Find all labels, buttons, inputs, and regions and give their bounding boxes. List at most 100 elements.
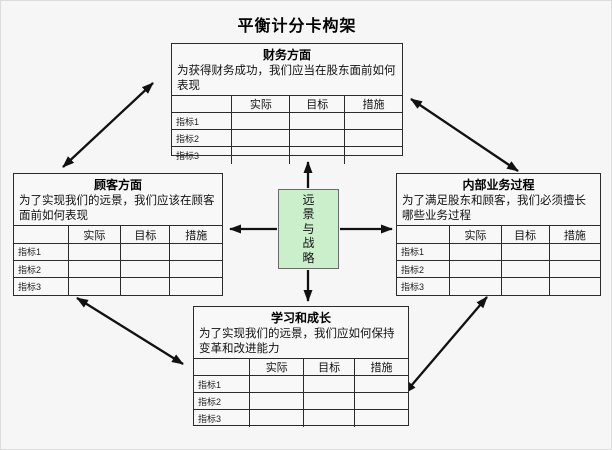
column-header-target: 目标: [303, 358, 355, 377]
table-cell: [169, 259, 222, 279]
table-cell: [67, 277, 122, 295]
row-label-indicator3: 指标3: [172, 146, 233, 164]
row-label-indicator1: 指标1: [172, 112, 233, 131]
table-row: 指标1: [172, 112, 402, 131]
table-corner-cell: [14, 225, 69, 244]
table-cell: [289, 146, 345, 164]
table-corner-cell: [397, 225, 451, 244]
table-row: 指标2: [194, 392, 408, 411]
row-label-indicator2: 指标2: [14, 259, 69, 279]
panel-financial-description: 为获得财务成功，我们应当在股东面前如何表现: [177, 65, 396, 92]
table-header-row: 实际 目标 措施: [172, 95, 402, 114]
table-row: 指标1: [397, 242, 600, 261]
table-cell: [353, 409, 408, 427]
row-label-indicator1: 指标1: [397, 242, 451, 261]
column-header-target: 目标: [120, 225, 171, 244]
table-cell: [249, 375, 305, 394]
table-row: 指标2: [397, 259, 600, 279]
table-cell: [343, 129, 402, 148]
table-cell: [449, 277, 502, 295]
column-header-measure: 措施: [169, 225, 222, 244]
table-cell: [120, 242, 171, 261]
table-cell: [120, 259, 171, 279]
panel-customer-description: 为了实现我们的远景，我们应该在顾客面前如何表现: [19, 195, 215, 222]
table-corner-cell: [194, 358, 251, 377]
column-header-actual: 实际: [449, 225, 502, 244]
column-header-measure: 措施: [343, 95, 402, 114]
panel-internal-description: 为了满足股东和顾客，我们必须擅长哪些业务过程: [402, 195, 586, 222]
row-label-indicator1: 指标1: [14, 242, 69, 261]
table-cell: [303, 375, 355, 394]
table-row: 指标3: [14, 277, 222, 295]
table-row: 指标1: [194, 375, 408, 394]
row-label-indicator1: 指标1: [194, 375, 251, 394]
vision-strategy-label: 远景与战略: [302, 192, 315, 265]
table-cell: [303, 409, 355, 427]
table-cell: [67, 259, 122, 279]
table-cell: [231, 112, 291, 131]
table-row: 指标2: [14, 259, 222, 279]
table-cell: [449, 259, 502, 279]
table-cell: [289, 129, 345, 148]
table-header-row: 实际 目标 措施: [397, 225, 600, 244]
table-cell: [548, 259, 600, 279]
column-header-target: 目标: [500, 225, 550, 244]
row-label-indicator3: 指标3: [194, 409, 251, 427]
panel-learning-title: 学习和成长: [270, 311, 331, 325]
table-cell: [548, 242, 600, 261]
panel-learning-growth: 学习和成长 为了实现我们的远景，我们应如何保持变革和改进能力 实际 目标 措施 …: [193, 306, 409, 427]
table-cell: [343, 112, 402, 131]
table-cell: [249, 409, 305, 427]
table-cell: [289, 112, 345, 131]
table-cell: [343, 146, 402, 164]
column-header-actual: 实际: [67, 225, 122, 244]
row-label-indicator2: 指标2: [397, 259, 451, 279]
table-cell: [120, 277, 171, 295]
vision-strategy-box: 远景与战略: [278, 189, 339, 269]
column-header-target: 目标: [289, 95, 345, 114]
row-label-indicator2: 指标2: [172, 129, 233, 148]
column-header-measure: 措施: [353, 358, 408, 377]
table-row: 指标3: [397, 277, 600, 295]
arrow-internal-learning: [404, 296, 488, 394]
table-header-row: 实际 目标 措施: [14, 225, 222, 244]
panel-internal-table: 实际 目标 措施 指标1 指标2 指标3: [397, 225, 600, 295]
panel-learning-description: 为了实现我们的远景，我们应如何保持变革和改进能力: [199, 328, 395, 355]
table-cell: [169, 242, 222, 261]
table-cell: [353, 375, 408, 394]
panel-financial-title: 财务方面: [262, 48, 311, 62]
table-header-row: 实际 目标 措施: [194, 358, 408, 377]
row-label-indicator3: 指标3: [14, 277, 69, 295]
table-cell: [303, 392, 355, 411]
table-row: 指标3: [172, 146, 402, 164]
table-cell: [169, 277, 222, 295]
table-cell: [231, 129, 291, 148]
table-cell: [500, 277, 550, 295]
table-cell: [231, 146, 291, 164]
diagram-title: 平衡计分卡构架: [237, 18, 357, 35]
arrow-customer-financial: [62, 82, 154, 168]
column-header-actual: 实际: [249, 358, 305, 377]
table-row: 指标1: [14, 242, 222, 261]
row-label-indicator3: 指标3: [397, 277, 451, 295]
table-cell: [500, 259, 550, 279]
panel-internal-process: 内部业务过程 为了满足股东和顾客，我们必须擅长哪些业务过程 实际 目标 措施 指…: [396, 173, 601, 296]
table-cell: [249, 392, 305, 411]
panel-customer: 顾客方面 为了实现我们的远景，我们应该在顾客面前如何表现 实际 目标 措施 指标…: [13, 173, 223, 296]
arrow-customer-learning: [76, 297, 184, 365]
table-cell: [67, 242, 122, 261]
panel-customer-title: 顾客方面: [93, 178, 142, 192]
table-cell: [548, 277, 600, 295]
table-corner-cell: [172, 95, 233, 114]
panel-learning-table: 实际 目标 措施 指标1 指标2 指标3: [194, 358, 408, 427]
table-row: 指标3: [194, 409, 408, 427]
arrow-financial-internal: [410, 98, 519, 172]
row-label-indicator2: 指标2: [194, 392, 251, 411]
table-cell: [449, 242, 502, 261]
panel-financial-table: 实际 目标 措施 指标1 指标2 指标3: [172, 95, 402, 164]
table-cell: [500, 242, 550, 261]
panel-customer-table: 实际 目标 措施 指标1 指标2 指标3: [14, 225, 222, 295]
column-header-measure: 措施: [548, 225, 600, 244]
panel-internal-title: 内部业务过程: [462, 178, 535, 192]
